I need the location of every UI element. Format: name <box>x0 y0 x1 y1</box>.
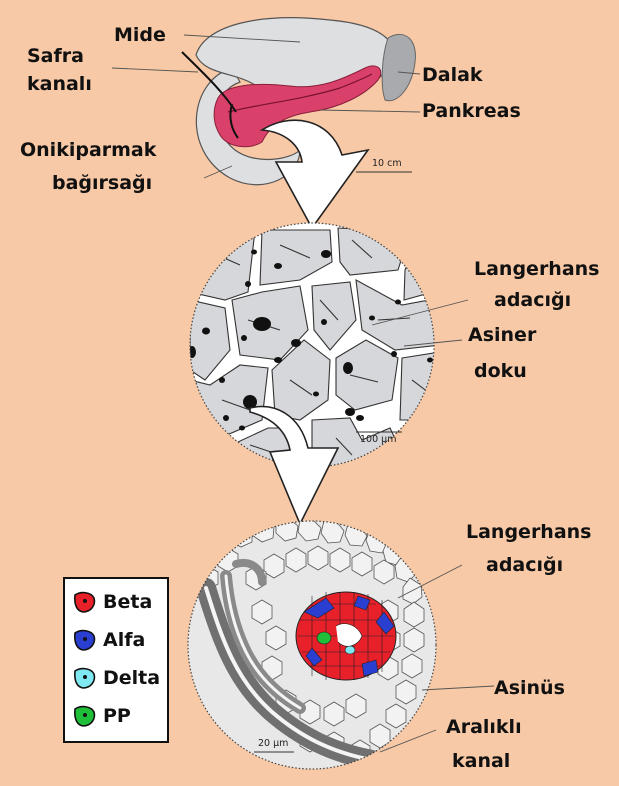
label-langerhans-1-line1: Langerhans <box>474 256 600 282</box>
label-dalak: Dalak <box>422 62 483 88</box>
label-pankreas: Pankreas <box>422 98 521 124</box>
label-asiner-line2: doku <box>474 358 527 384</box>
label-aralikli-line2: kanal <box>452 748 510 774</box>
cell-type-legend: Beta Alfa Delta PP <box>63 577 169 743</box>
pp-cell-icon <box>71 703 97 729</box>
legend-item-beta: Beta <box>71 587 152 617</box>
scale-islet: 20 µm <box>258 738 288 749</box>
legend-label-alfa: Alfa <box>103 629 145 651</box>
label-asinus: Asinüs <box>494 675 565 701</box>
legend-label-beta: Beta <box>103 591 152 613</box>
label-asiner-line1: Asiner <box>468 322 536 348</box>
tissue-circle <box>188 223 468 470</box>
label-onikiparmak-line2: bağırsağı <box>52 170 152 196</box>
islet-of-langerhans <box>296 592 396 680</box>
legend-item-pp: PP <box>71 701 131 731</box>
label-safra-line2: kanalı <box>27 71 92 97</box>
legend-item-alfa: Alfa <box>71 625 145 655</box>
scale-tissue: 100 µm <box>360 434 396 445</box>
legend-item-delta: Delta <box>71 663 160 693</box>
legend-label-pp: PP <box>103 705 131 727</box>
label-onikiparmak-line1: Onikiparmak <box>20 137 156 163</box>
label-langerhans-2-line2: adacığı <box>486 552 563 578</box>
label-safra-line1: Safra <box>27 43 84 69</box>
scale-organ: 10 cm <box>372 158 402 169</box>
label-aralikli-line1: Aralıklı <box>446 714 522 740</box>
alfa-cell-icon <box>71 627 97 653</box>
beta-cell-icon <box>71 589 97 615</box>
label-langerhans-2-line1: Langerhans <box>466 519 592 545</box>
delta-cell-icon <box>71 665 97 691</box>
label-mide: Mide <box>114 22 166 48</box>
label-langerhans-1-line2: adacığı <box>494 287 571 313</box>
spleen <box>382 34 415 100</box>
legend-label-delta: Delta <box>103 667 160 689</box>
